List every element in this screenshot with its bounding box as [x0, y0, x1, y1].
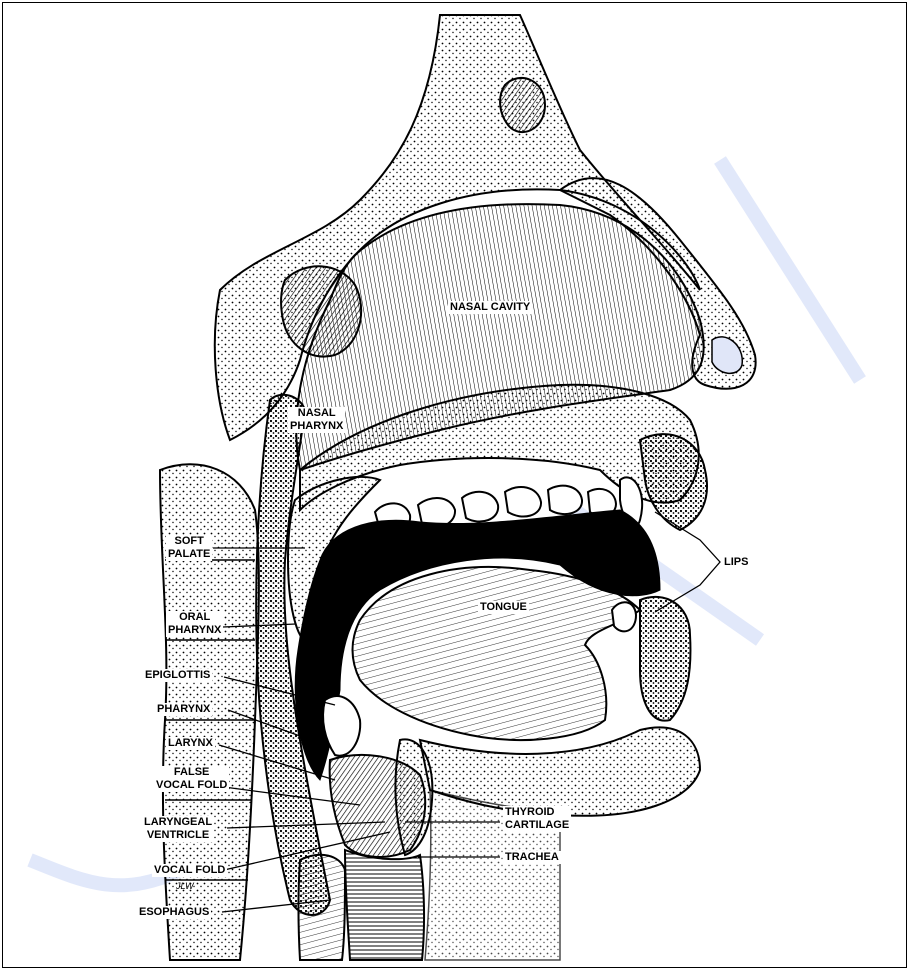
esophagus: [299, 855, 346, 960]
label-false-vocal-fold-line2: VOCAL FOLD: [156, 779, 227, 792]
label-pharynx: PHARYNX: [155, 703, 212, 716]
lower-teeth: [612, 602, 636, 631]
thyroid-cartilage: [395, 739, 432, 855]
label-nasal-cavity: NASAL CAVITY: [448, 301, 532, 314]
lower-lip: [640, 597, 690, 721]
artist-signature: JLW: [176, 880, 194, 893]
label-thyroid-cartilage-line1: THYROID: [505, 806, 569, 819]
label-vocal-fold: VOCAL FOLD: [152, 864, 227, 877]
label-laryngeal-ventricle-line2: VENTRICLE: [144, 829, 212, 842]
label-soft-palate-line1: SOFT: [168, 535, 210, 548]
frontal-sinus: [500, 78, 545, 132]
label-laryngeal-ventricle-line1: LARYNGEAL: [144, 816, 212, 829]
label-thyroid-cartilage-line2: CARTILAGE: [505, 819, 569, 832]
label-soft-palate-line2: PALATE: [168, 548, 210, 561]
tongue: [353, 567, 641, 740]
label-false-vocal-fold: FALSE VOCAL FOLD: [154, 766, 229, 792]
label-epiglottis: EPIGLOTTIS: [143, 669, 212, 682]
label-soft-palate: SOFT PALATE: [166, 535, 212, 561]
label-laryngeal-ventricle: LARYNGEAL VENTRICLE: [142, 816, 214, 842]
label-false-vocal-fold-line1: FALSE: [156, 766, 227, 779]
trachea: [345, 850, 424, 960]
label-esophagus: ESOPHAGUS: [137, 906, 211, 919]
label-thyroid-cartilage: THYROID CARTILAGE: [503, 806, 571, 832]
label-nasal-pharynx: NASAL PHARYNX: [288, 407, 345, 433]
label-trachea: TRACHEA: [503, 851, 561, 864]
label-nasal-pharynx-line2: PHARYNX: [290, 420, 343, 433]
label-lips: LIPS: [722, 556, 750, 569]
label-oral-pharynx-line1: ORAL: [168, 611, 221, 624]
label-larynx: LARYNX: [166, 737, 215, 750]
label-nasal-pharynx-line1: NASAL: [290, 407, 343, 420]
label-oral-pharynx: ORAL PHARYNX: [166, 611, 223, 637]
label-oral-pharynx-line2: PHARYNX: [168, 624, 221, 637]
label-tongue: TONGUE: [478, 601, 529, 614]
